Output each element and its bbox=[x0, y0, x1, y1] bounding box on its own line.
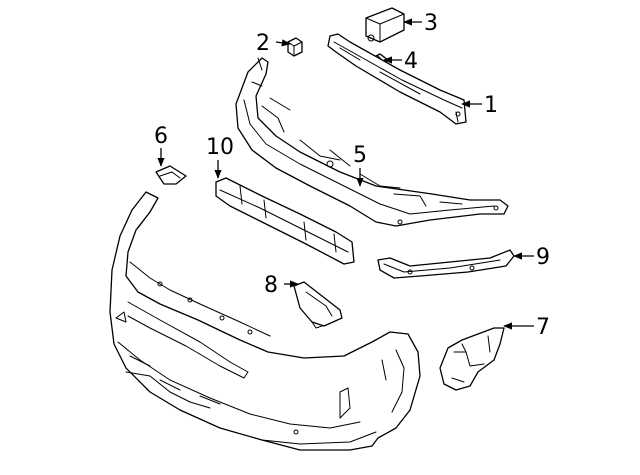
part-5-support-bracket[interactable] bbox=[235, 57, 509, 227]
part-9-side-strip[interactable] bbox=[377, 249, 515, 279]
part-2-nut[interactable] bbox=[287, 37, 303, 57]
callout-10: 10 bbox=[206, 135, 234, 160]
callout-6: 6 bbox=[154, 124, 168, 149]
callout-labels: 1 2 3 4 5 6 7 8 9 10 bbox=[154, 11, 550, 340]
part-1-upper-beam[interactable] bbox=[327, 33, 467, 125]
callout-8: 8 bbox=[264, 273, 278, 298]
callout-2: 2 bbox=[256, 31, 270, 56]
bumper-cover[interactable] bbox=[109, 191, 421, 451]
callout-3: 3 bbox=[424, 11, 438, 36]
callout-4: 4 bbox=[404, 49, 418, 74]
part-3-module[interactable] bbox=[365, 7, 405, 43]
part-8-tow-cover[interactable] bbox=[293, 281, 343, 329]
leader-lines bbox=[157, 18, 534, 330]
callout-9: 9 bbox=[536, 245, 550, 270]
part-10-absorber-strip[interactable] bbox=[215, 177, 355, 265]
part-6-bracket[interactable] bbox=[155, 165, 187, 185]
part-7-side-bracket[interactable] bbox=[439, 327, 505, 391]
callout-1: 1 bbox=[484, 93, 498, 118]
callout-5: 5 bbox=[353, 143, 367, 168]
callout-7: 7 bbox=[536, 315, 550, 340]
